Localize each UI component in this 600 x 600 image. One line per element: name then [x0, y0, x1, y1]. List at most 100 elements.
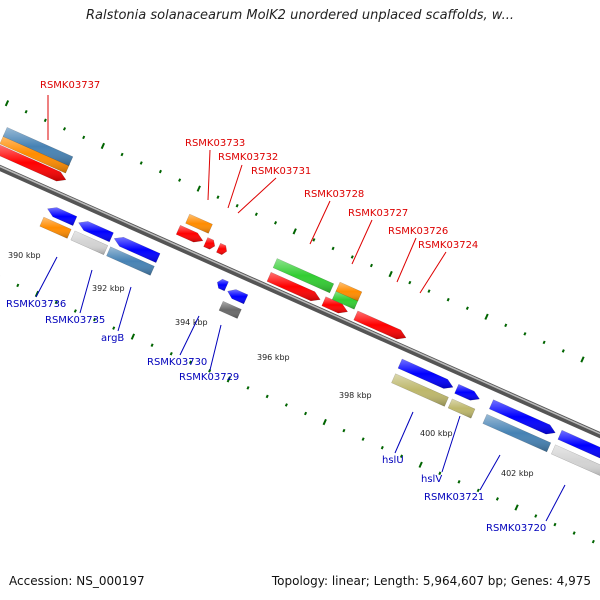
scale-tick-bottom: [514, 504, 519, 511]
map-title: Ralstonia solanacearum MolK2 unordered u…: [85, 8, 514, 23]
gene-label-bottom[interactable]: RSMK03729: [179, 372, 239, 383]
gene-hslu-arrow-shade: [398, 359, 453, 389]
leader-line-bottom: [479, 454, 501, 491]
leader-line-bottom: [117, 286, 132, 332]
gene-label-top[interactable]: RSMK03728: [304, 189, 364, 200]
scale-label: 392 kbp: [92, 284, 125, 293]
scale-tick-top: [561, 349, 565, 353]
gene-label-top[interactable]: RSMK03731: [251, 166, 311, 177]
scale-tick-top: [388, 270, 393, 278]
scale-tick-top: [158, 169, 162, 174]
scale-tick-bottom: [54, 300, 58, 305]
gene-rsmk03730-shade: [227, 289, 248, 304]
gene-label-bottom[interactable]: hslV: [421, 474, 442, 485]
scale-tick-top: [369, 263, 373, 268]
gene-label-top[interactable]: RSMK03724: [418, 240, 478, 251]
scale-tick-bottom: [399, 454, 404, 458]
gene-label-bottom[interactable]: RSMK03736: [6, 299, 66, 310]
leader-line-bottom: [545, 484, 566, 522]
scale-tick-bottom: [246, 386, 250, 390]
scale-label: 396 kbp: [257, 353, 290, 362]
accession-text: Accession: NS_000197: [9, 574, 145, 588]
gene-rsmk03721-shade: [482, 414, 551, 452]
scale-tick-bottom: [130, 333, 136, 340]
scale-tick-top: [139, 161, 143, 165]
scale-tick-bottom: [418, 461, 423, 468]
scale-tick-top: [408, 280, 412, 285]
backbone-line: [0, 164, 600, 439]
scale-label: 402 kbp: [501, 469, 534, 478]
gene-label-top[interactable]: RSMK03733: [185, 138, 245, 149]
gene-orange-1-shade: [0, 134, 70, 174]
gene-blue-4-shade: [489, 399, 556, 435]
gene-hslu-shade: [391, 373, 449, 407]
scale-tick-top: [292, 228, 297, 235]
scale-label: 394 kbp: [175, 318, 208, 327]
leader-line-top: [207, 149, 211, 201]
scale-tick-top: [4, 100, 10, 107]
scale-tick-bottom: [438, 471, 442, 476]
gene-label-top[interactable]: RSMK03726: [388, 226, 448, 237]
scale-tick-top: [580, 356, 585, 363]
scale-tick-bottom: [169, 351, 173, 356]
scale-tick-top: [196, 185, 201, 192]
scale-tick-top: [254, 212, 258, 217]
scale-tick-top: [120, 152, 124, 157]
scale-tick-bottom: [188, 360, 192, 365]
scale-tick-bottom: [534, 514, 538, 518]
scale-tick-bottom: [16, 283, 20, 288]
scale-label: 390 kbp: [8, 251, 41, 260]
gene-green-1-shade: [273, 258, 334, 293]
scale-tick-top: [100, 142, 106, 150]
gene-argb-shade: [106, 246, 155, 276]
scale-tick-bottom: [361, 437, 365, 441]
scale-tick-bottom: [304, 411, 308, 416]
scale-tick-top: [178, 178, 182, 182]
gene-rsmk03720-shade: [551, 444, 600, 476]
scale-label: 398 kbp: [339, 391, 372, 400]
scale-tick-top: [235, 203, 239, 208]
gene-orange-3-shade: [335, 282, 362, 301]
scale-tick-top: [504, 323, 508, 328]
scale-tick-bottom: [265, 394, 269, 399]
leader-line-bottom: [441, 415, 461, 473]
scale-tick-top: [350, 255, 354, 259]
gene-rsmk03733-shade: [176, 225, 203, 243]
scale-tick-top: [43, 118, 47, 123]
gene-label-bottom[interactable]: argB: [101, 333, 124, 344]
leader-line-top: [396, 237, 417, 283]
gene-label-top[interactable]: RSMK03737: [40, 80, 100, 91]
leader-line-bottom: [179, 315, 200, 356]
gene-rsmk03729-shade: [219, 301, 242, 319]
gene-rsmk03726-shade: [353, 310, 406, 340]
gene-rsmk03732-shade: [203, 237, 215, 250]
gene-label-bottom[interactable]: hslU: [382, 455, 404, 466]
scale-tick-bottom: [322, 418, 327, 426]
gene-blue-2-shade: [78, 221, 114, 242]
scale-tick-top: [331, 246, 335, 251]
scale-tick-bottom: [284, 403, 288, 407]
leader-line-bottom: [394, 411, 414, 454]
gene-label-bottom[interactable]: RSMK03721: [424, 492, 484, 503]
scale-tick-bottom: [380, 445, 384, 450]
scale-tick-bottom: [591, 539, 595, 544]
backbone-highlight: [0, 165, 600, 435]
scale-tick-bottom: [342, 428, 346, 433]
gene-label-bottom[interactable]: RSMK03720: [486, 523, 546, 534]
leader-line-bottom: [35, 256, 58, 298]
gene-label-bottom[interactable]: RSMK03730: [147, 357, 207, 368]
scale-tick-top: [24, 109, 28, 114]
scale-tick-top: [274, 221, 278, 225]
gene-rsmk03735-shade: [70, 230, 108, 255]
leader-line-top: [227, 164, 243, 209]
gene-rsmk03736-shade: [39, 217, 72, 239]
scale-tick-bottom: [457, 480, 461, 484]
gene-label-top[interactable]: RSMK03727: [348, 208, 408, 219]
gene-label-top[interactable]: RSMK03732: [218, 152, 278, 163]
scale-tick-bottom: [495, 497, 499, 501]
gene-label-bottom[interactable]: RSMK03735: [45, 315, 105, 326]
leader-line-bottom: [79, 269, 93, 314]
scale-tick-bottom: [476, 488, 480, 493]
gene-blue-1-shade: [47, 207, 77, 226]
